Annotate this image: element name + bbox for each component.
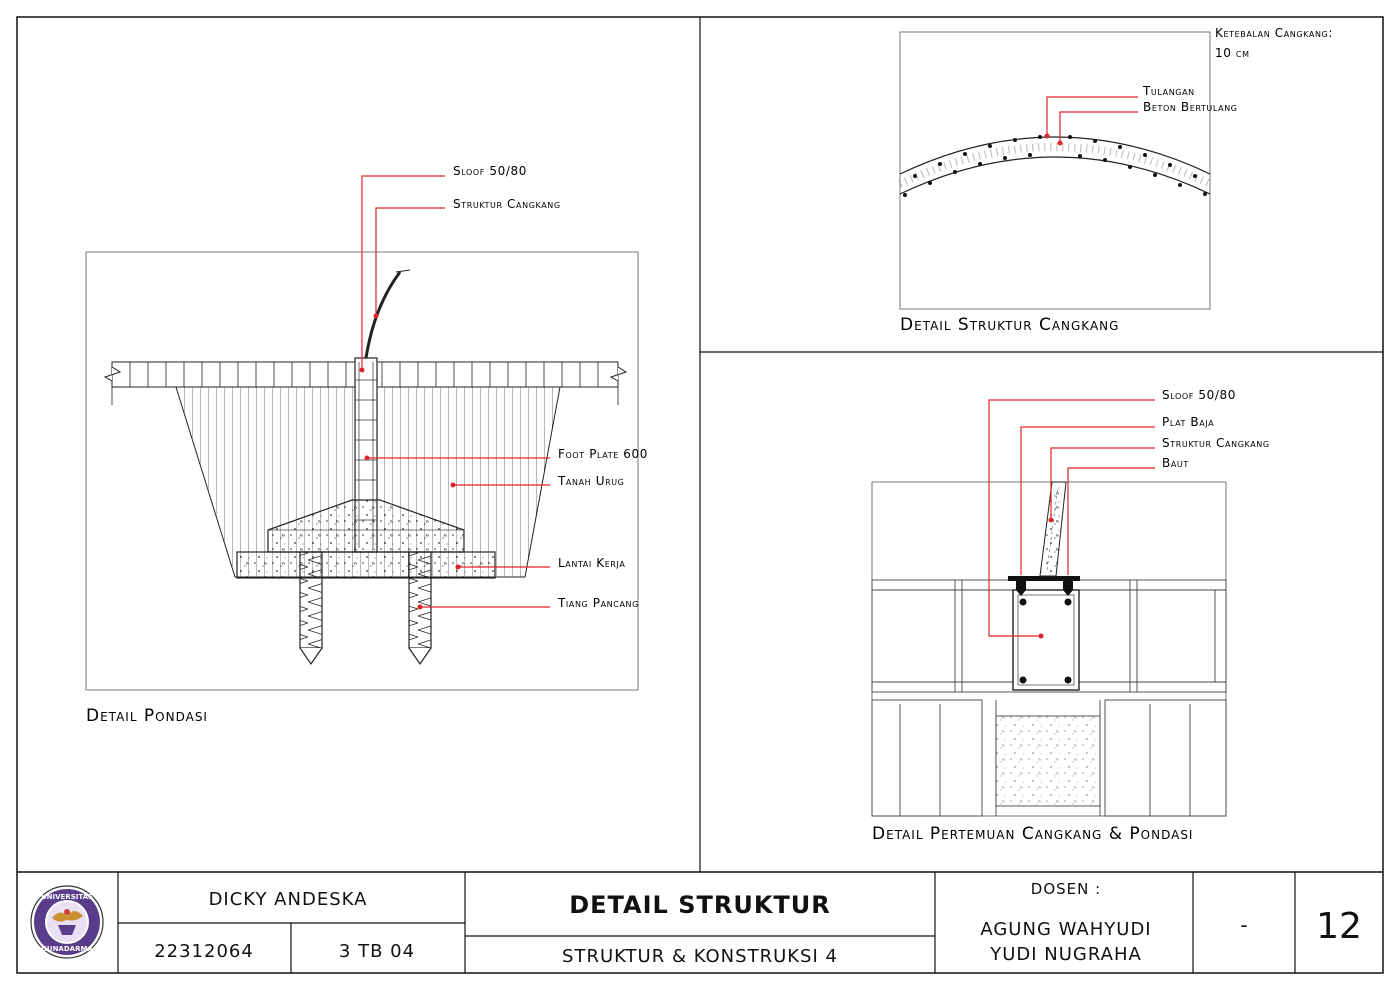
course-name: STRUKTUR & KONSTRUKSI 4 xyxy=(562,946,838,967)
column-rebar xyxy=(1019,598,1072,684)
sheet-number: 12 xyxy=(1316,906,1362,947)
pertemuan-column xyxy=(1012,589,1080,691)
label-tiang-pancang: Tiang Pancang xyxy=(557,596,639,610)
student-id: 22312064 xyxy=(154,941,254,962)
student-class: 3 TB 04 xyxy=(339,941,415,962)
tiang-pancang-left xyxy=(299,551,323,666)
title-block xyxy=(117,872,1296,973)
student-name: DICKY ANDESKA xyxy=(209,889,368,910)
pertemuan-title: Detail Pertemuan Cangkang & Pondasi xyxy=(872,824,1193,844)
detail-cangkang: Tulangan Beton Bertulang Ketebalan Cangk… xyxy=(898,26,1333,335)
detail-pertemuan: Sloof 50/80 Plat Baja Struktur Cangkang … xyxy=(871,388,1270,844)
drawing-title: DETAIL STRUKTUR xyxy=(569,891,831,919)
shell-outer xyxy=(899,136,1211,175)
lantai-kerja-slab xyxy=(236,551,496,579)
cangkang-frame xyxy=(899,31,1211,310)
cangkang-title: Detail Struktur Cangkang xyxy=(900,315,1119,335)
logo-text-bottom: GUNADARMA xyxy=(41,945,93,953)
dosen-1: AGUNG WAHYUDI xyxy=(980,919,1151,940)
thickness-value: 10 cm xyxy=(1215,46,1250,60)
logo-text-top: UNIVERSITAS xyxy=(41,893,93,901)
detail-pondasi: Sloof 50/80 Struktur Cangkang Foot Plate… xyxy=(85,164,648,726)
bolt-left xyxy=(1016,580,1026,596)
university-logo: UNIVERSITAS GUNADARMA xyxy=(30,885,104,959)
label-pertemuan-sloof: Sloof 50/80 xyxy=(1162,388,1236,402)
pondasi-leaders xyxy=(361,175,550,608)
pertemuan-shell xyxy=(1039,481,1067,577)
dosen-label: DOSEN : xyxy=(1031,880,1101,898)
shell-inner xyxy=(899,156,1211,195)
label-tanah-urug: Tanah Urug xyxy=(557,474,625,488)
label-foot-plate: Foot Plate 600 xyxy=(558,447,648,461)
scale-value: - xyxy=(1240,913,1247,937)
dosen-2: YUDI NUGRAHA xyxy=(989,944,1142,965)
label-baut: Baut xyxy=(1162,456,1189,470)
label-pertemuan-struktur-cangkang: Struktur Cangkang xyxy=(1162,436,1270,450)
tiang-pancang-right xyxy=(408,551,432,666)
pondasi-title: Detail Pondasi xyxy=(86,706,208,726)
pondasi-shell-curve xyxy=(364,271,402,359)
label-sloof: Sloof 50/80 xyxy=(453,164,527,178)
steel-plate xyxy=(1008,576,1080,581)
thickness-label: Ketebalan Cangkang: xyxy=(1215,26,1333,40)
shell-rebar-dots xyxy=(903,135,1207,197)
label-plat-baja: Plat Baja xyxy=(1162,415,1214,429)
label-beton-bertulang: Beton Bertulang xyxy=(1143,100,1238,114)
label-struktur-cangkang: Struktur Cangkang xyxy=(453,197,561,211)
label-tulangan: Tulangan xyxy=(1142,84,1195,98)
label-lantai-kerja: Lantai Kerja xyxy=(558,556,625,570)
bolt-right xyxy=(1063,580,1073,596)
